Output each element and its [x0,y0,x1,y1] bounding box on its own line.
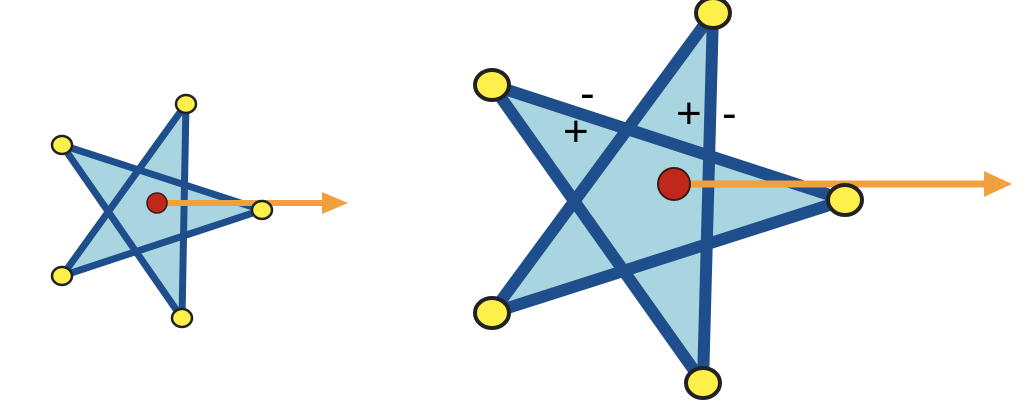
small-vertex-right [250,199,274,221]
large-vertex-left-lower [473,296,511,330]
small-vertex-top [174,93,198,115]
large-vertex-top [694,0,732,30]
large-vertex-bottom [684,366,722,400]
large-vertex-right [826,183,864,217]
small-vertex-left-lower [50,265,74,287]
minus-sign-upper-left: - [580,69,595,118]
small-star-group [50,93,348,329]
small-center-dot [146,192,168,214]
large-star-group: - + + - [473,0,1012,400]
minus-sign-upper-right: - [722,89,737,138]
small-vertex-left-upper [50,134,74,156]
large-arrow-head [984,171,1012,197]
large-vertex-left-upper [473,68,511,102]
small-vertex-bottom [170,307,194,329]
plus-sign-upper-right: + [676,89,702,138]
small-arrow-head [322,192,348,214]
large-center-dot [657,167,691,201]
plus-sign-upper-left: + [563,107,589,156]
